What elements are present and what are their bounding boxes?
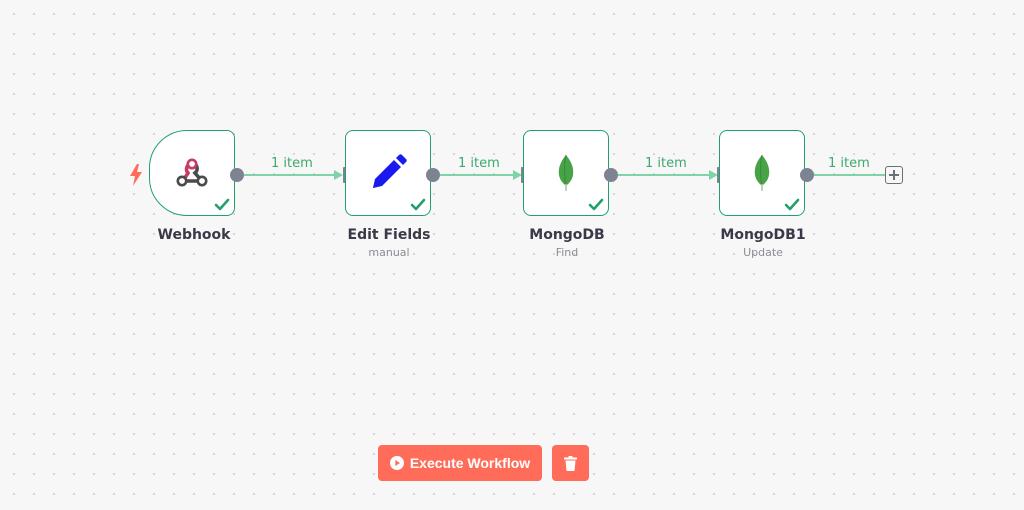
webhook-icon bbox=[176, 158, 208, 187]
node-subtitle: Find bbox=[555, 246, 579, 259]
mongodb-leaf-icon bbox=[754, 154, 770, 191]
node-subtitle: Update bbox=[743, 246, 783, 259]
success-check-icon bbox=[784, 198, 800, 211]
node-mongodb1[interactable] bbox=[719, 130, 805, 216]
connection-line[interactable] bbox=[618, 174, 709, 176]
node-name: MongoDB1 bbox=[720, 227, 806, 243]
connection-arrowhead bbox=[334, 170, 343, 180]
play-circle-icon bbox=[389, 456, 404, 470]
trash-icon bbox=[564, 455, 577, 471]
connection-item-count: 1 item bbox=[645, 156, 687, 171]
output-handle[interactable] bbox=[604, 168, 618, 182]
success-check-icon bbox=[410, 198, 426, 211]
connection-item-count: 1 item bbox=[458, 156, 500, 171]
trigger-bolt-icon bbox=[130, 164, 142, 186]
output-handle[interactable] bbox=[426, 168, 440, 182]
node-subtitle: manual bbox=[368, 246, 410, 259]
node-webhook[interactable] bbox=[149, 130, 235, 216]
clear-execution-button[interactable] bbox=[552, 445, 589, 481]
success-check-icon bbox=[588, 198, 604, 211]
node-mongodb[interactable] bbox=[523, 130, 609, 216]
connection-line[interactable] bbox=[440, 174, 513, 176]
connection-item-count: 1 item bbox=[271, 156, 313, 171]
node-edit-fields[interactable] bbox=[345, 130, 431, 216]
output-handle[interactable] bbox=[800, 168, 814, 182]
add-node-button[interactable] bbox=[885, 166, 903, 184]
success-check-icon bbox=[214, 198, 230, 211]
execute-workflow-button[interactable]: Execute Workflow bbox=[378, 445, 542, 481]
connection-line[interactable] bbox=[244, 174, 334, 176]
connection-line[interactable] bbox=[814, 174, 885, 176]
mongodb-leaf-icon bbox=[558, 154, 574, 191]
node-name: Edit Fields bbox=[347, 227, 431, 243]
output-handle[interactable] bbox=[230, 168, 244, 182]
connection-item-count: 1 item bbox=[828, 156, 870, 171]
node-name: Webhook bbox=[157, 227, 231, 243]
connection-arrowhead bbox=[513, 170, 522, 180]
execute-workflow-label: Execute Workflow bbox=[409, 455, 531, 471]
node-name: MongoDB bbox=[529, 227, 605, 243]
pencil-icon bbox=[373, 154, 407, 188]
connection-arrowhead bbox=[709, 170, 718, 180]
